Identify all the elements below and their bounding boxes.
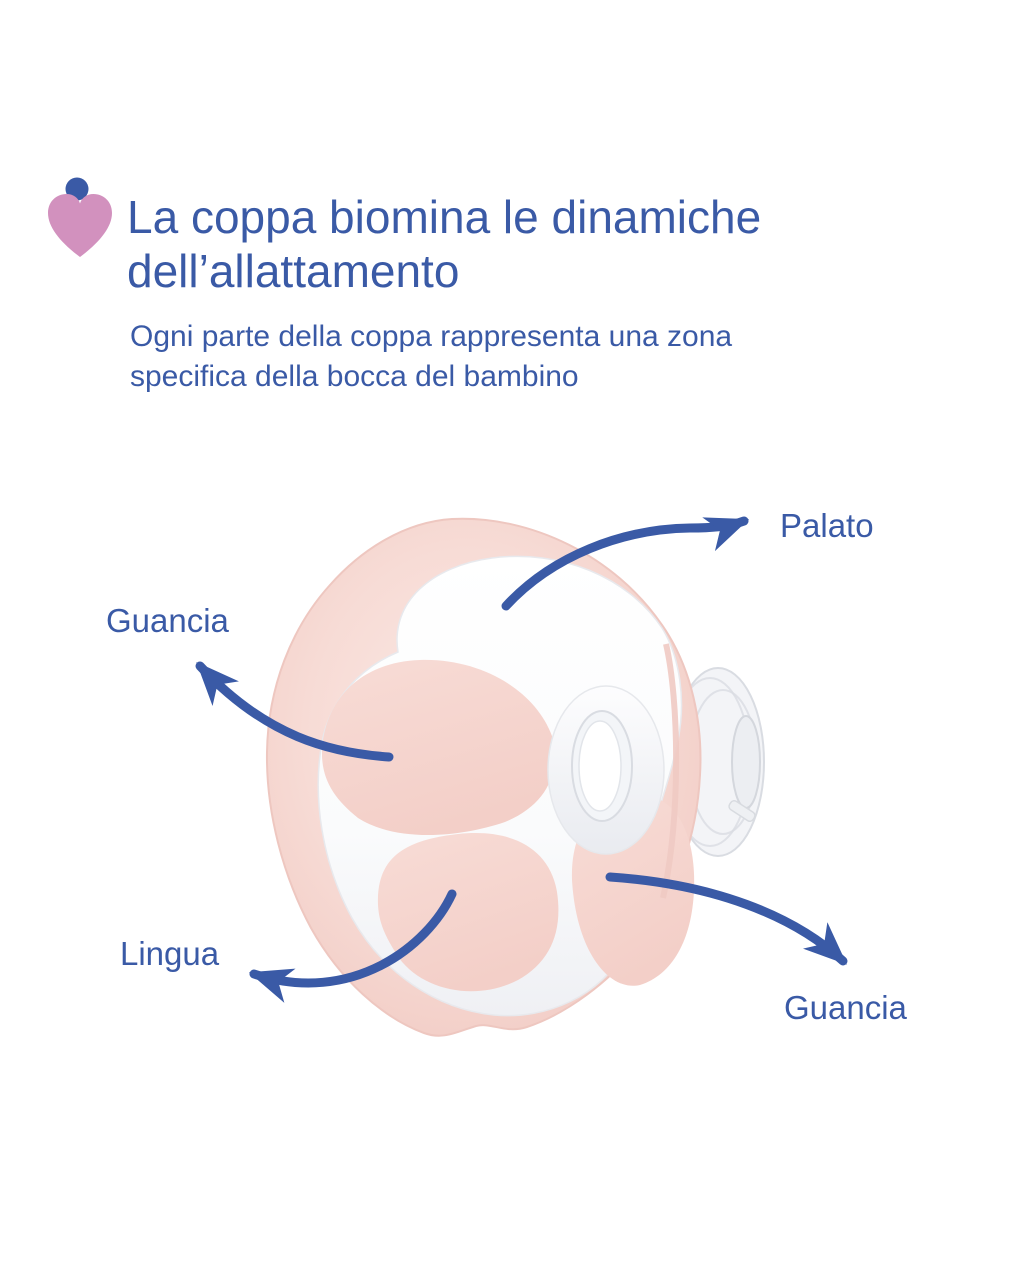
nipple-tunnel [547, 685, 665, 855]
arrow-guancia-left [195, 661, 394, 762]
petal-tongue [377, 833, 559, 992]
shell-rim-edge [660, 643, 680, 899]
arrow-palato [501, 516, 750, 611]
connector-endcap [731, 715, 761, 809]
page-title: La coppa biomina le dinamiche dell’allat… [127, 190, 761, 298]
label-palato: Palato [780, 507, 874, 544]
petal-cheek-left [321, 659, 555, 835]
label-guancia-left: Guancia [106, 602, 229, 639]
callout-arrows [195, 516, 848, 1003]
page-subtitle-line1: Ogni parte della coppa rappresenta una z… [130, 320, 733, 353]
tunnel-opening [578, 720, 622, 812]
page-title-line1: La coppa biomina le dinamiche [127, 191, 762, 243]
label-guancia-right: Guancia [784, 989, 907, 1026]
arrow-lingua [248, 889, 457, 1003]
page-title-line2: dell’allattamento [127, 245, 460, 297]
connector-clip [728, 799, 756, 823]
label-lingua: Lingua [120, 935, 220, 972]
arrow-guancia-right [605, 872, 848, 966]
heart-with-dot-icon [48, 177, 112, 257]
logo-heart [48, 194, 112, 257]
page-subtitle-line2: specifica della bocca del bambino [130, 360, 579, 393]
page-subtitle: Ogni parte della coppa rappresenta una z… [130, 317, 732, 397]
